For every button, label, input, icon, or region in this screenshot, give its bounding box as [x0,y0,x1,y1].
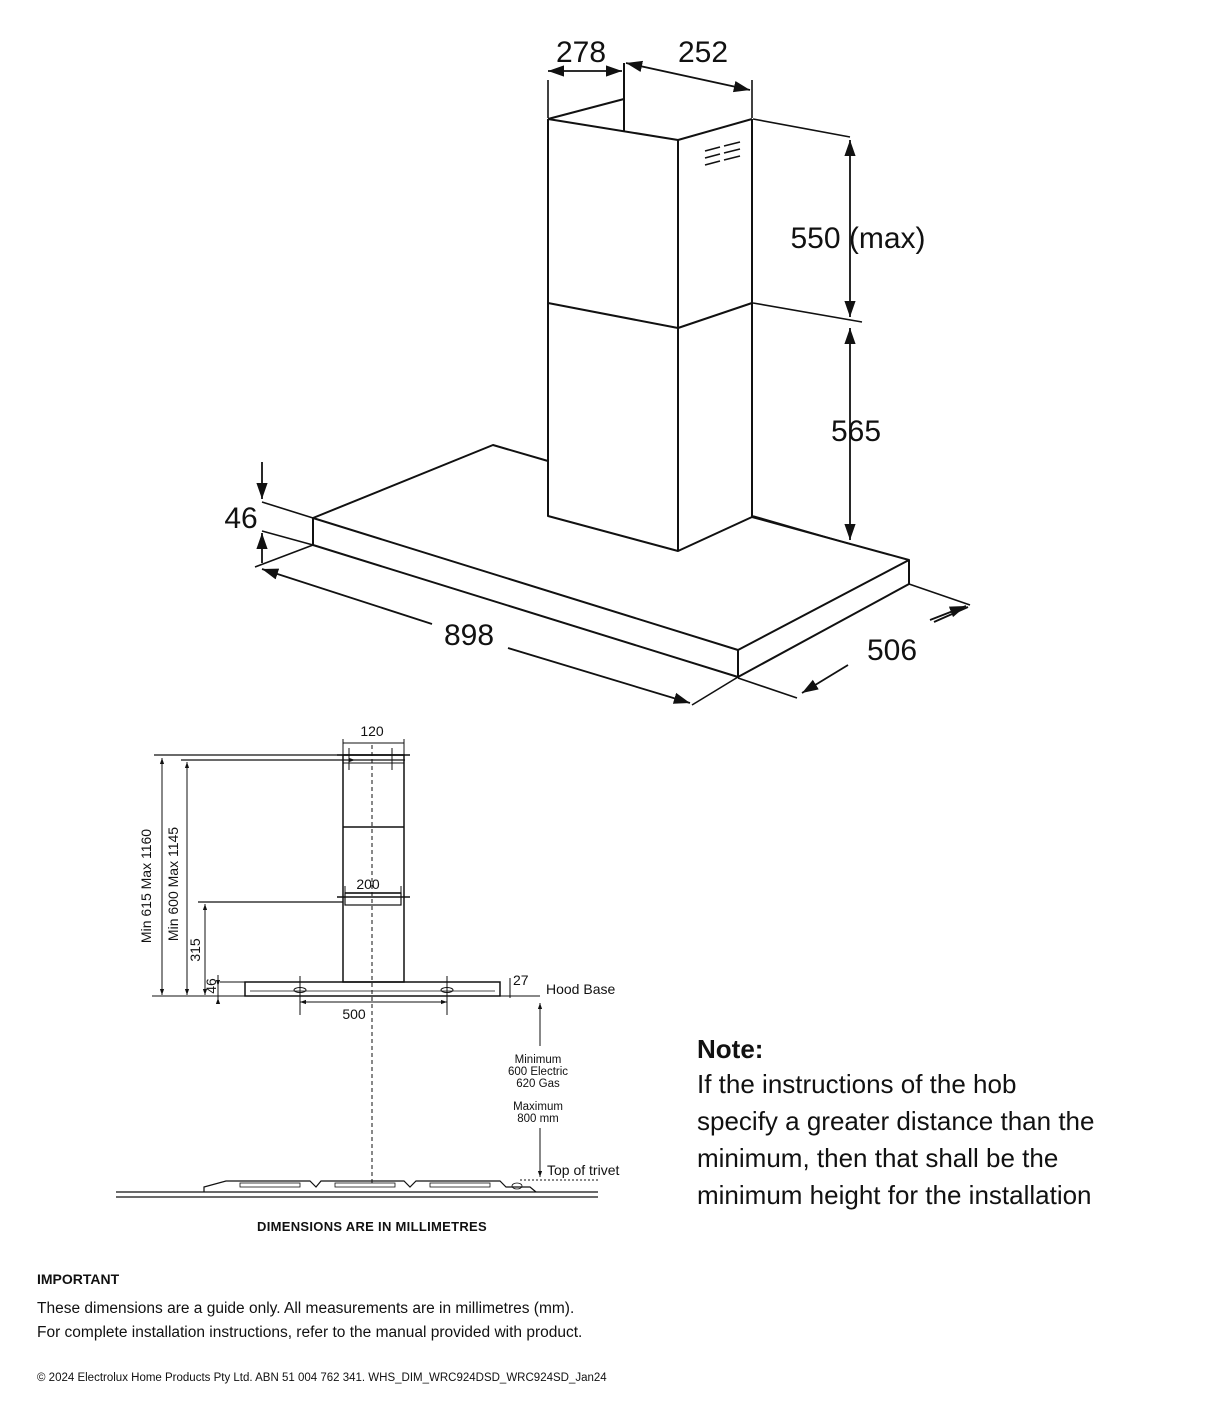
vent-slots [704,141,741,166]
clearance-max-label: Maximum [513,1101,563,1113]
base-27-label: 27 [513,972,529,988]
top-width-label: 120 [360,723,384,739]
note-line: minimum, then that shall be the [697,1143,1059,1173]
note-line: minimum height for the installation [697,1180,1092,1210]
side-view-labels: 120 200 Min 615 Max 1160 Min 600 Max 114… [138,723,619,1234]
canopy-thickness-label: 46 [224,502,257,535]
isometric-hood [254,60,971,706]
top-of-trivet-label: Top of trivet [547,1162,619,1178]
clearance-min-label: Minimum [515,1054,562,1066]
overall-height-label: Min 615 Max 1160 [138,829,154,943]
isometric-dimension-labels: 278 252 550 (max) 565 46 898 506 [224,36,925,667]
clearance-electric-label: 600 Electric [508,1066,568,1078]
dimensions-caption: DIMENSIONS ARE IN MILLIMETRES [257,1219,487,1234]
canopy-width-label: 898 [444,619,494,652]
note-title: Note: [697,1034,764,1064]
side-view [116,739,598,1198]
lower-chimney-height-label: 565 [831,415,881,448]
note-line: specify a greater distance than the [697,1106,1095,1136]
bracket-width-label: 200 [356,876,380,892]
chimney-width-label: 252 [678,36,728,69]
important-heading: IMPORTANT [37,1271,120,1287]
chimney [547,63,753,552]
chimney-depth-label: 278 [556,36,606,69]
height-46-label: 46 [203,978,219,994]
important-line: These dimensions are a guide only. All m… [37,1300,575,1317]
copyright-footer: © 2024 Electrolux Home Products Pty Ltd.… [37,1372,607,1384]
clearance-gas-label: 620 Gas [516,1078,560,1090]
height-315-label: 315 [187,938,203,962]
important-line: For complete installation instructions, … [37,1324,583,1341]
canopy-depth-label: 506 [867,634,917,667]
dimension-arrows [256,60,969,704]
installation-note: Note: If the instructions of the hob spe… [697,1032,1197,1214]
upper-chimney-height-label: 550 (max) [790,222,925,255]
inner-height-label: Min 600 Max 1145 [165,827,181,941]
extension-lines [254,80,971,706]
hood-base-label: Hood Base [546,981,615,997]
note-line: If the instructions of the hob [697,1069,1017,1099]
canopy [312,444,910,678]
base-width-label: 500 [342,1006,366,1022]
clearance-max-value: 800 mm [517,1113,559,1125]
